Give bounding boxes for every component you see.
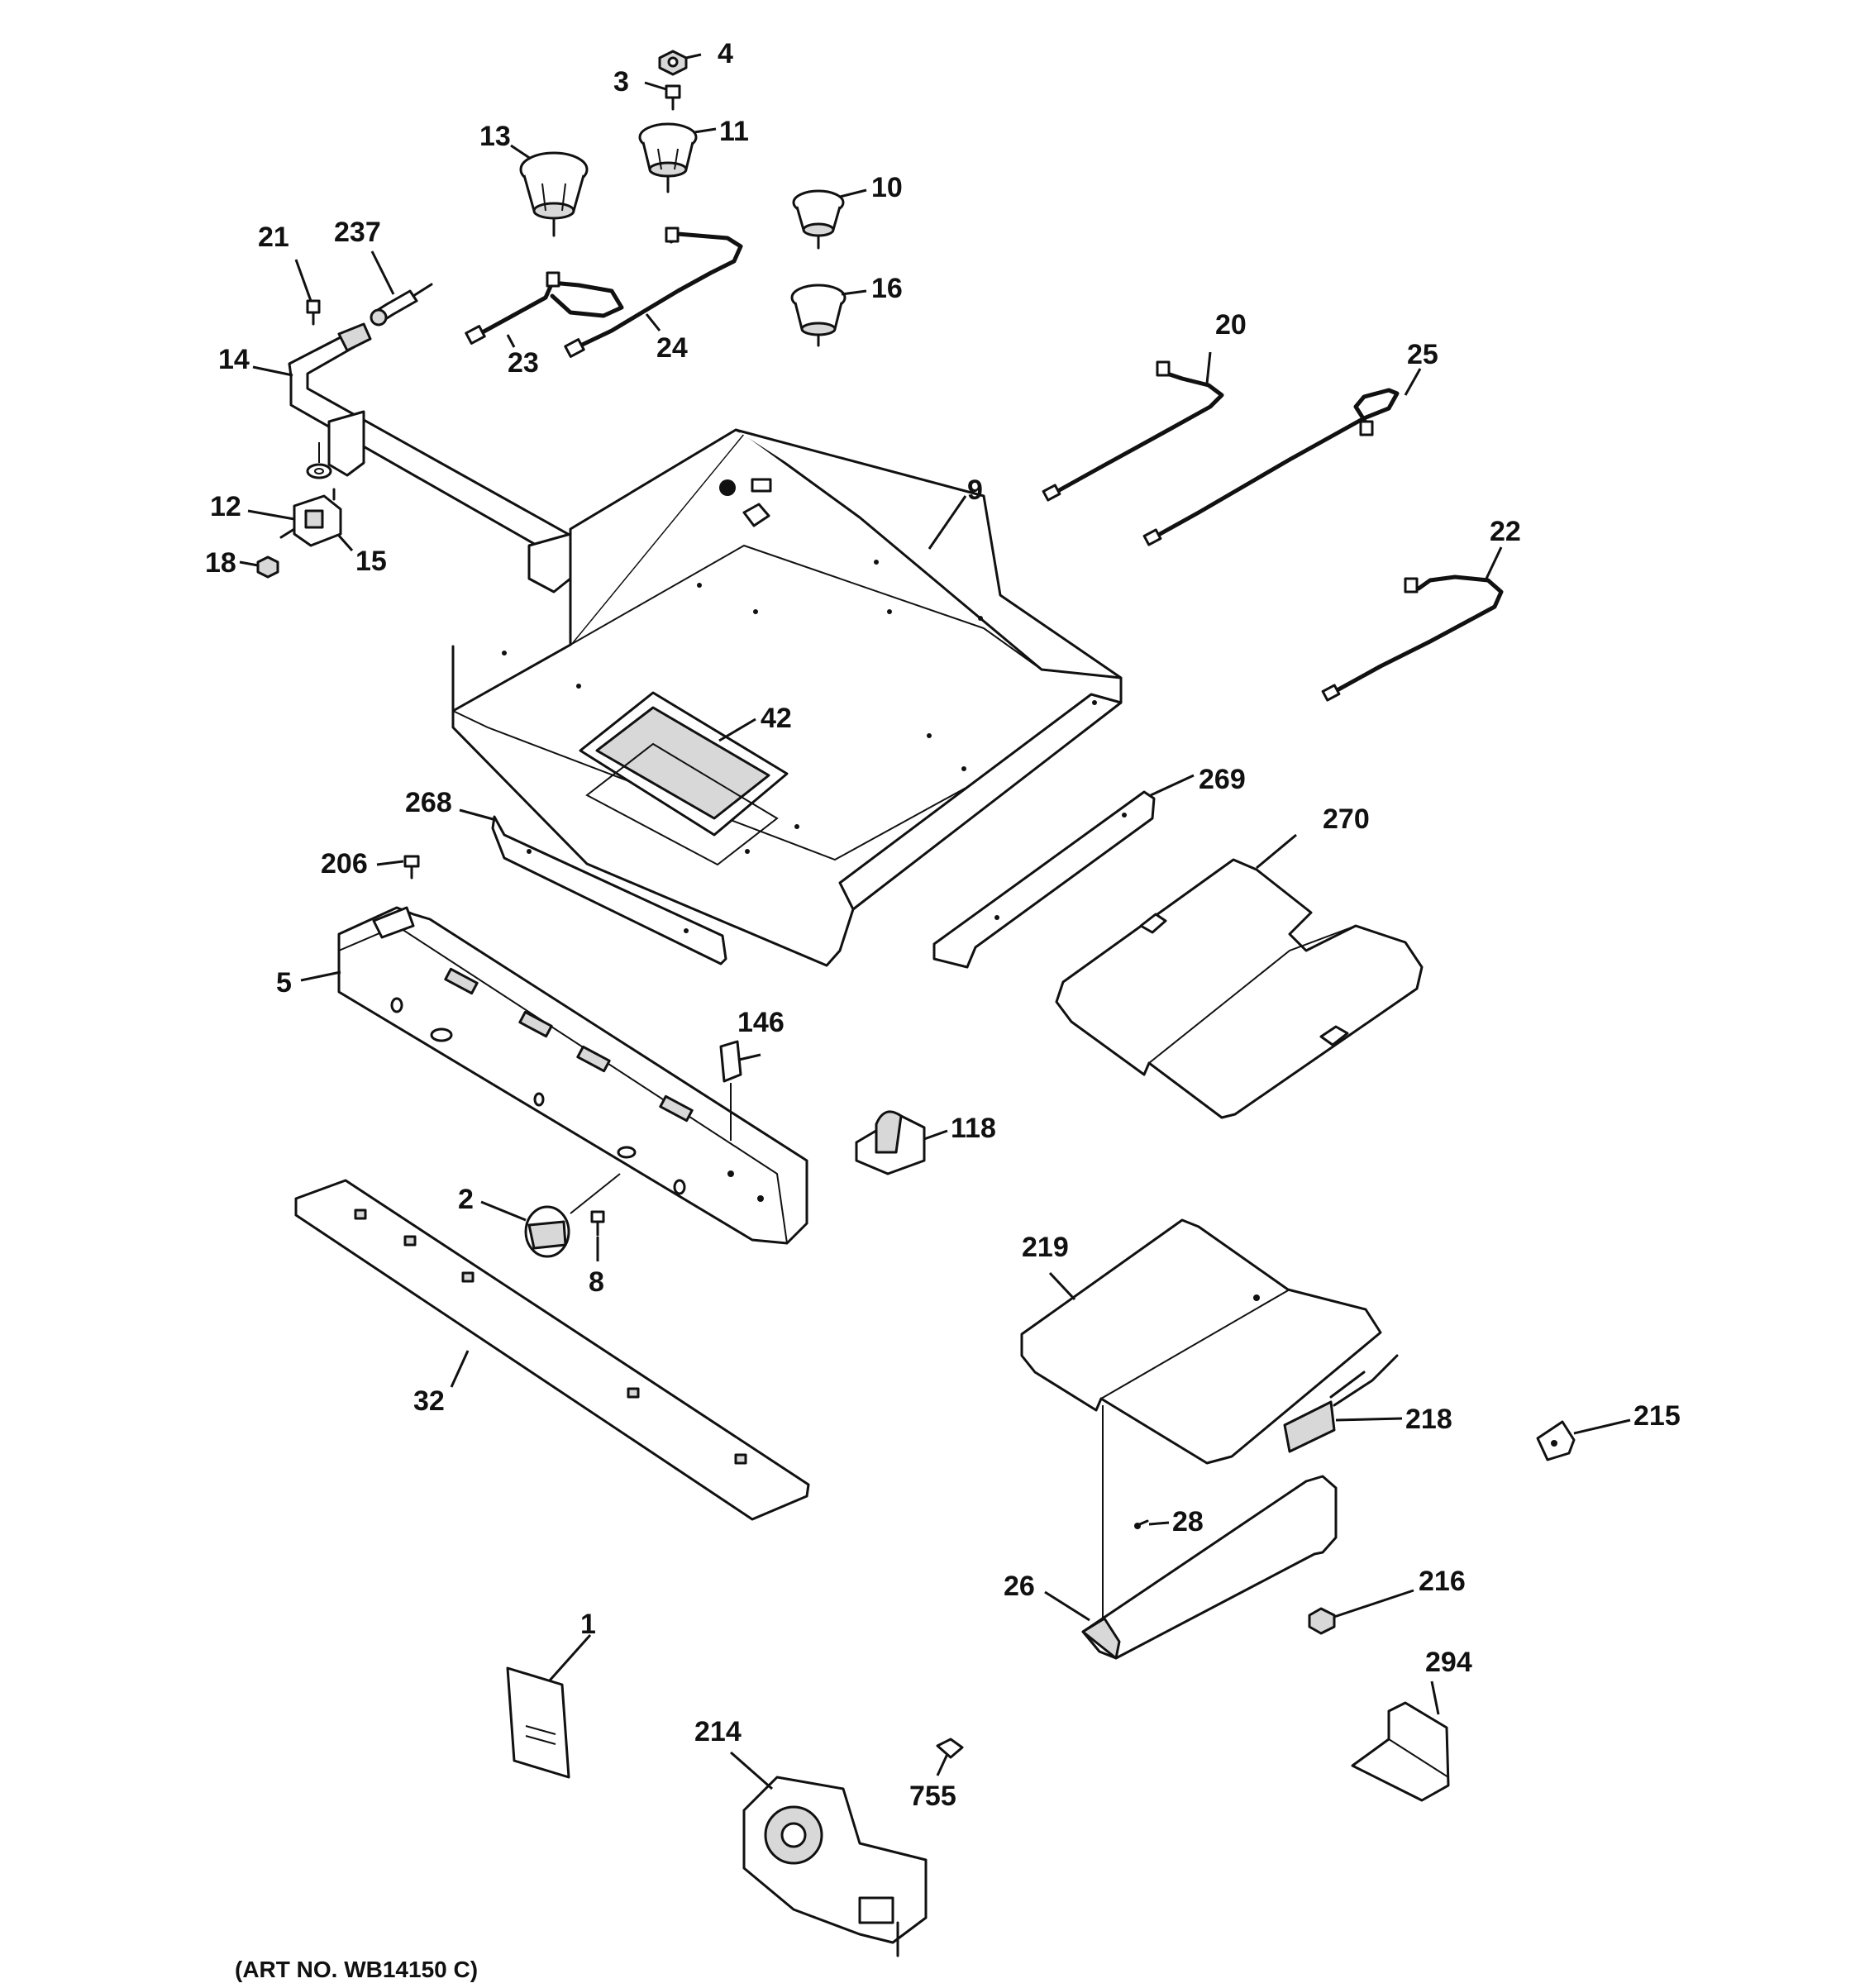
part-268-rail bbox=[491, 815, 727, 965]
part-218-connector bbox=[1283, 1354, 1399, 1453]
callout-11: 11 bbox=[719, 116, 749, 147]
callout-12: 12 bbox=[210, 491, 241, 522]
part-214-thermostat bbox=[742, 1776, 928, 1957]
callout-20: 20 bbox=[1215, 309, 1247, 341]
callout-2: 2 bbox=[458, 1184, 474, 1215]
callout-237: 237 bbox=[334, 217, 381, 248]
callout-9: 9 bbox=[967, 474, 983, 506]
callout-14: 14 bbox=[218, 344, 250, 375]
part-219-shield bbox=[1020, 1218, 1382, 1465]
part-32-trim-strip bbox=[294, 1179, 810, 1521]
callout-219: 219 bbox=[1022, 1232, 1069, 1263]
part-216-nut bbox=[1308, 1607, 1336, 1635]
callout-294: 294 bbox=[1425, 1647, 1472, 1678]
callout-268: 268 bbox=[405, 787, 452, 818]
callout-218: 218 bbox=[1405, 1404, 1452, 1435]
callout-146: 146 bbox=[737, 1007, 785, 1038]
part-146-clip bbox=[719, 1040, 742, 1141]
part-270-shield bbox=[1055, 858, 1424, 1119]
callout-118: 118 bbox=[951, 1113, 996, 1144]
part-10-burner-head bbox=[792, 189, 845, 250]
callout-18: 18 bbox=[205, 547, 236, 579]
callout-4: 4 bbox=[718, 38, 733, 69]
part-294-bracket bbox=[1351, 1701, 1450, 1802]
part-1-literature bbox=[506, 1666, 570, 1779]
part-20-tube bbox=[1042, 360, 1224, 502]
part-9-burner-box bbox=[451, 428, 1123, 967]
callout-216: 216 bbox=[1419, 1566, 1466, 1597]
part-21-screw bbox=[306, 299, 321, 326]
callout-15: 15 bbox=[355, 546, 387, 577]
part-24-tube bbox=[564, 226, 743, 358]
part-14-manifold bbox=[288, 322, 630, 595]
callout-labels: 4 3 11 13 10 16 21 237 14 23 24 12 15 18… bbox=[205, 38, 1681, 1982]
callout-13: 13 bbox=[479, 121, 511, 152]
part-206-screw bbox=[403, 855, 420, 880]
callout-1: 1 bbox=[580, 1609, 596, 1640]
callout-269: 269 bbox=[1199, 764, 1246, 795]
part-26-oven-burner bbox=[1081, 1405, 1338, 1660]
part-5-manifold-panel bbox=[337, 906, 808, 1245]
part-28-screw bbox=[1134, 1519, 1149, 1529]
part-11-burner-head bbox=[638, 122, 698, 193]
callout-25: 25 bbox=[1407, 339, 1438, 370]
part-269-rail bbox=[932, 790, 1156, 969]
part-13-burner-head bbox=[519, 151, 589, 237]
callout-21: 21 bbox=[258, 222, 289, 253]
part-42-plate bbox=[579, 691, 789, 866]
callout-22: 22 bbox=[1490, 516, 1521, 547]
callout-215: 215 bbox=[1633, 1400, 1681, 1432]
part-18-nut bbox=[256, 555, 279, 579]
part-3-screw bbox=[665, 84, 681, 111]
part-755-clip bbox=[936, 1738, 964, 1759]
callout-16: 16 bbox=[871, 273, 903, 304]
part-8-screw bbox=[590, 1210, 605, 1237]
callout-270: 270 bbox=[1323, 803, 1370, 835]
callout-24: 24 bbox=[656, 332, 688, 364]
callout-214: 214 bbox=[694, 1716, 742, 1747]
part-118-bracket bbox=[855, 1110, 926, 1175]
part-215-clip bbox=[1536, 1420, 1576, 1461]
callout-206: 206 bbox=[321, 848, 368, 880]
part-23-tube bbox=[465, 271, 624, 345]
callout-8: 8 bbox=[589, 1266, 604, 1298]
callout-10: 10 bbox=[871, 172, 903, 203]
callout-42: 42 bbox=[761, 703, 792, 734]
part-2-knob bbox=[524, 1173, 621, 1258]
part-237-orifice bbox=[370, 283, 433, 327]
art-number: (ART NO. WB14150 C) bbox=[235, 1957, 478, 1982]
callout-28: 28 bbox=[1172, 1506, 1204, 1537]
part-4-nut bbox=[658, 50, 688, 76]
callout-755: 755 bbox=[909, 1781, 956, 1812]
callout-3: 3 bbox=[613, 66, 629, 98]
leader-lines bbox=[239, 53, 1631, 1790]
callout-23: 23 bbox=[508, 347, 539, 379]
part-12-valve bbox=[279, 488, 342, 547]
callout-5: 5 bbox=[276, 967, 292, 999]
callout-32: 32 bbox=[413, 1385, 445, 1417]
part-22-tube bbox=[1321, 574, 1504, 702]
part-25-tube bbox=[1142, 388, 1400, 546]
part-washer bbox=[306, 442, 332, 479]
callout-26: 26 bbox=[1004, 1571, 1035, 1602]
part-16-burner-head bbox=[790, 284, 847, 347]
